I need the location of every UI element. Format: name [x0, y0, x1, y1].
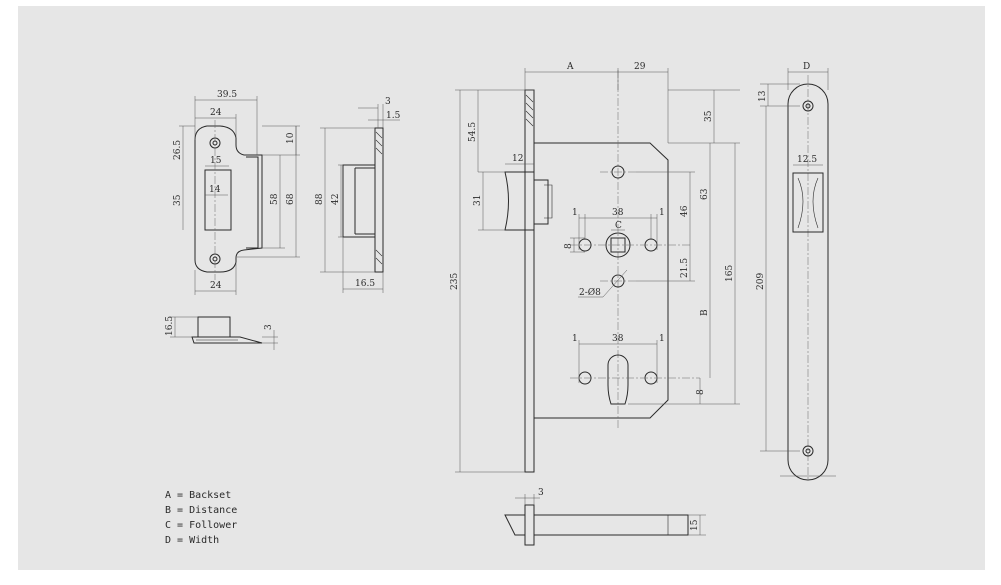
dim-spindle-to-hole: 63: [700, 188, 710, 200]
dim-follower: C: [615, 221, 622, 231]
dim-holes: 2-Ø8: [579, 287, 601, 298]
dim-side1b: 1: [659, 208, 665, 218]
dim-side2b: 1: [659, 334, 665, 344]
dim-strike-h1: 58: [270, 193, 280, 205]
dim-bottom-t: 3: [264, 324, 274, 330]
lock-body: A 29 54.5 235 12 31 35 46 63 21.5 B 8 16…: [450, 62, 740, 473]
legend-distance: B = Distance: [165, 505, 238, 516]
dim-strike-slot-h: 35: [173, 194, 183, 206]
lock-bottom-view: 3 15: [504, 488, 706, 546]
dim-strike-slot-w: 14: [209, 185, 221, 195]
dim-faceplate-slot: 12.5: [797, 155, 817, 165]
dim-faceplate-top: 35: [704, 110, 714, 122]
dim-side-h-inner: 42: [331, 194, 341, 205]
dim-side-depth: 16.5: [355, 279, 375, 289]
dim-side-t1: 3: [385, 97, 391, 107]
dim-faceplate-top2: 13: [758, 90, 768, 102]
dim-side-t2: 1.5: [386, 111, 401, 121]
dimension-legend: A = Backset B = Distance C = Follower D …: [165, 488, 237, 548]
dim-faceplate-width: D: [803, 62, 810, 72]
dim-strike-left-h: 26.5: [173, 140, 183, 160]
dim-hole-off: 21.5: [680, 258, 690, 278]
dim-bs29: 29: [634, 62, 646, 72]
dim-distance: B: [700, 309, 710, 316]
dim-cyl-off: 8: [696, 389, 706, 395]
dim-side-h-outer: 88: [315, 193, 325, 205]
strike-plate-bottom: 16.5 3: [165, 316, 278, 350]
dim-strike-hole-w: 15: [210, 156, 222, 166]
dim-strike-lip: 10: [286, 132, 296, 144]
dim-bottom-view-h: 15: [690, 519, 700, 531]
dim-total-h: 235: [450, 273, 460, 290]
dim-backset: A: [566, 62, 574, 72]
dim-side1: 1: [572, 208, 578, 218]
dim-cyl-h: 165: [725, 265, 735, 282]
legend-width: D = Width: [165, 535, 220, 546]
legend-follower: C = Follower: [165, 520, 238, 531]
dim-follower-h: 8: [564, 243, 574, 249]
legend-backset: A = Backset: [165, 490, 232, 501]
dim-faceplate-length: 209: [756, 273, 766, 290]
dim-strike-bottom-w: 24: [210, 281, 222, 291]
dim-side2: 1: [572, 334, 578, 344]
dim-cyl-w: 38: [612, 334, 624, 344]
dim-strike-top-width: 39.5: [217, 90, 237, 100]
dim-strike-h2: 68: [286, 193, 296, 205]
dim-hole-to-spindle: 46: [680, 205, 690, 217]
strike-plate-front: 39.5 24 26.5 15 14 35 10 58 68 24: [173, 90, 300, 295]
drawing-sheet: 39.5 24 26.5 15 14 35 10 58 68 24 3 1.5 …: [18, 6, 985, 570]
dim-bottom-depth: 16.5: [165, 316, 175, 336]
dim-strike-inner-top: 24: [210, 108, 222, 118]
dim-latch-h: 31: [473, 195, 483, 206]
dim-follower-w: 38: [612, 208, 624, 218]
technical-drawing: 39.5 24 26.5 15 14 35 10 58 68 24 3 1.5 …: [165, 62, 836, 546]
strike-plate-side: 3 1.5 88 42 16.5: [315, 97, 401, 293]
dim-top-off: 54.5: [468, 122, 478, 142]
dim-bottom-view-t: 3: [538, 488, 544, 498]
faceplate-front: D 13 12.5 209: [756, 62, 836, 481]
dim-latch-w: 12: [512, 154, 523, 164]
